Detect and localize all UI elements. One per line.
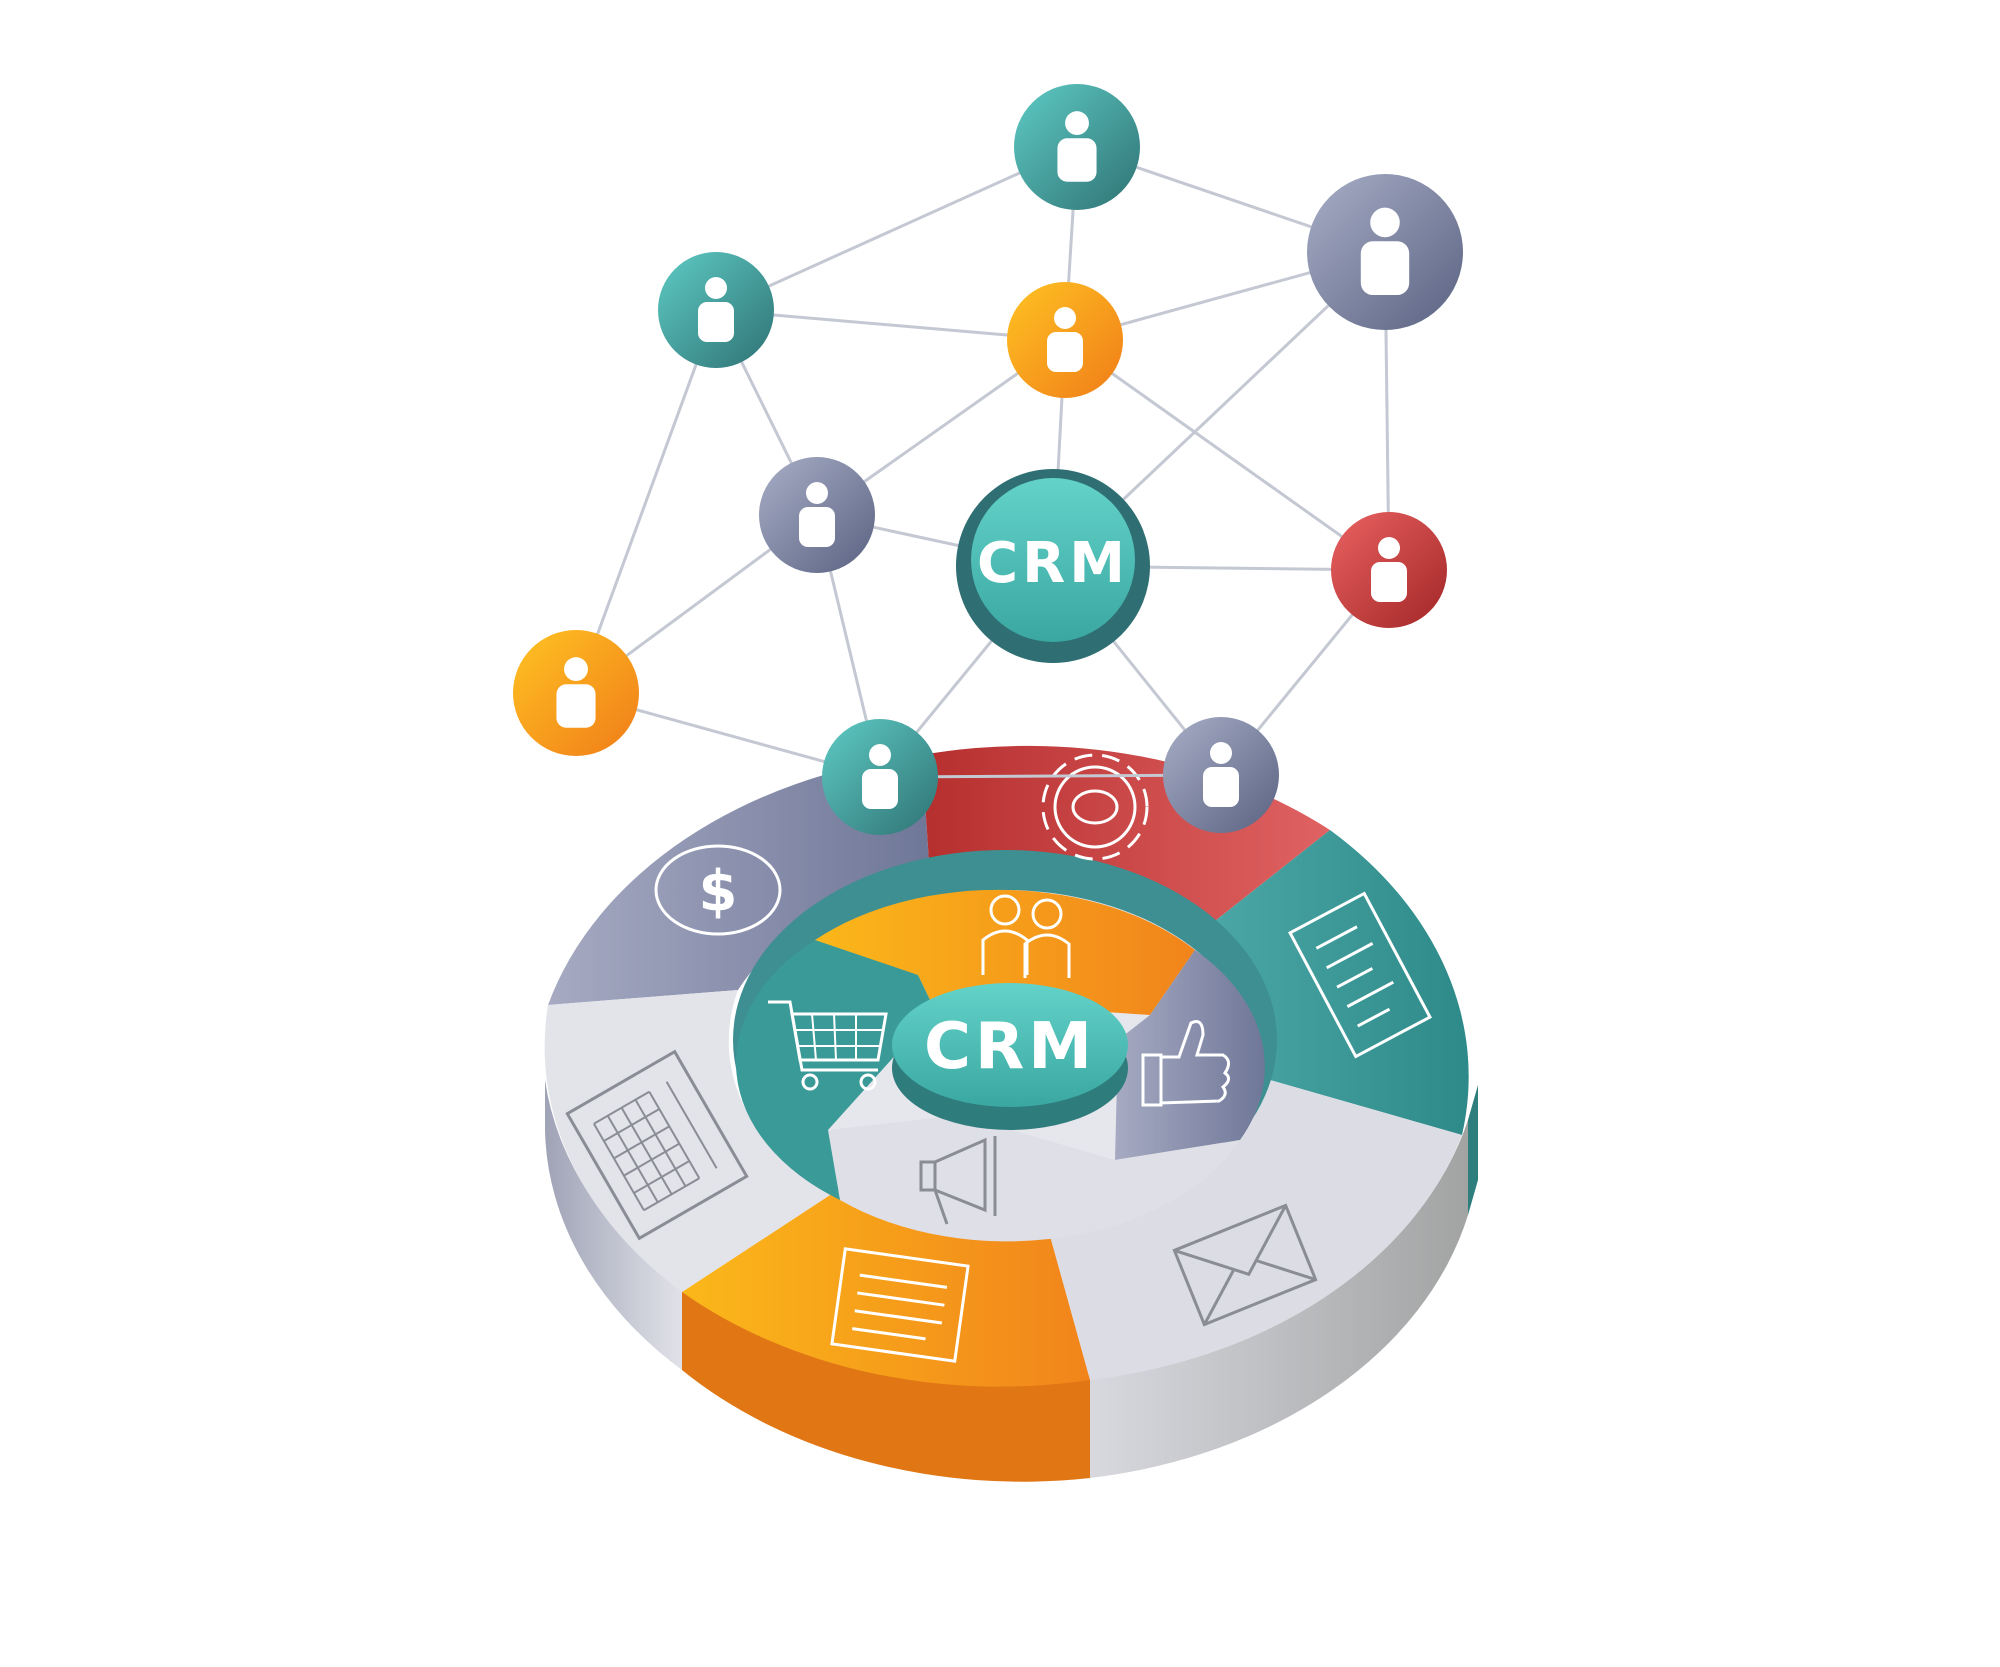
person-node-n-top	[1014, 84, 1140, 210]
person-icon	[1203, 742, 1239, 807]
network-edge-n_left_top-n_orange_left	[574, 309, 718, 694]
wheel-side-left	[545, 1080, 682, 1370]
shopping-cart-icon	[768, 1000, 888, 1091]
person-node-n-right-top	[1307, 174, 1463, 330]
notepad-icon	[830, 1247, 970, 1363]
person-icon	[1371, 537, 1407, 602]
person-icon	[1047, 307, 1083, 372]
inner-segment-marketing	[828, 1115, 1240, 1242]
network-edges	[574, 145, 1391, 779]
svg-text:$: $	[699, 859, 738, 924]
network-edge-n_top-n_left_top	[715, 145, 1078, 312]
crm-wheel: CRM $	[544, 745, 1478, 1482]
hub-top	[892, 983, 1128, 1107]
wheel-side-gray	[1090, 1120, 1468, 1478]
inner-segment-customers	[810, 889, 1195, 1015]
megaphone-icon	[919, 1136, 997, 1225]
envelope-icon	[1172, 1203, 1318, 1327]
person-node-n-orange-left	[513, 630, 639, 756]
dollar-icon: $	[654, 844, 782, 936]
crm-center-node: CRM	[956, 469, 1150, 663]
document-list-icon	[1288, 891, 1432, 1059]
person-node-n-orange-mid	[1007, 282, 1123, 398]
gear-icon	[1041, 753, 1149, 861]
inner-segment-feedback	[1115, 950, 1265, 1160]
person-node-n-gray-left	[759, 457, 875, 573]
people-icon	[981, 894, 1071, 978]
person-icon	[698, 277, 734, 342]
network-nodes	[513, 84, 1463, 835]
calculator-icon	[565, 1049, 749, 1241]
person-node-n-gray-bottom	[1163, 717, 1279, 833]
person-node-n-red-right	[1331, 512, 1447, 628]
segment-notes	[682, 1195, 1090, 1387]
person-node-n-left-top	[658, 252, 774, 368]
wheel-side-orange	[682, 1290, 1090, 1482]
person-icon	[799, 482, 835, 547]
person-icon	[1360, 207, 1410, 296]
person-node-n-teal-bottom	[822, 719, 938, 835]
person-icon	[862, 744, 898, 809]
segment-email	[1040, 1080, 1462, 1380]
person-icon	[1057, 111, 1097, 182]
network-edge-n_left_top-n_orange_mid	[715, 308, 1066, 342]
segment-calculator	[544, 990, 830, 1292]
thumbs-up-icon	[1141, 1020, 1230, 1107]
crm-center-label: CRM	[977, 531, 1129, 596]
wheel-side-teal-right	[1468, 1085, 1478, 1215]
person-icon	[556, 657, 596, 728]
hub-label: CRM	[924, 1010, 1096, 1084]
segment-finance	[548, 755, 930, 1005]
network-edge-n_orange_mid-n_red_right	[1064, 338, 1390, 572]
